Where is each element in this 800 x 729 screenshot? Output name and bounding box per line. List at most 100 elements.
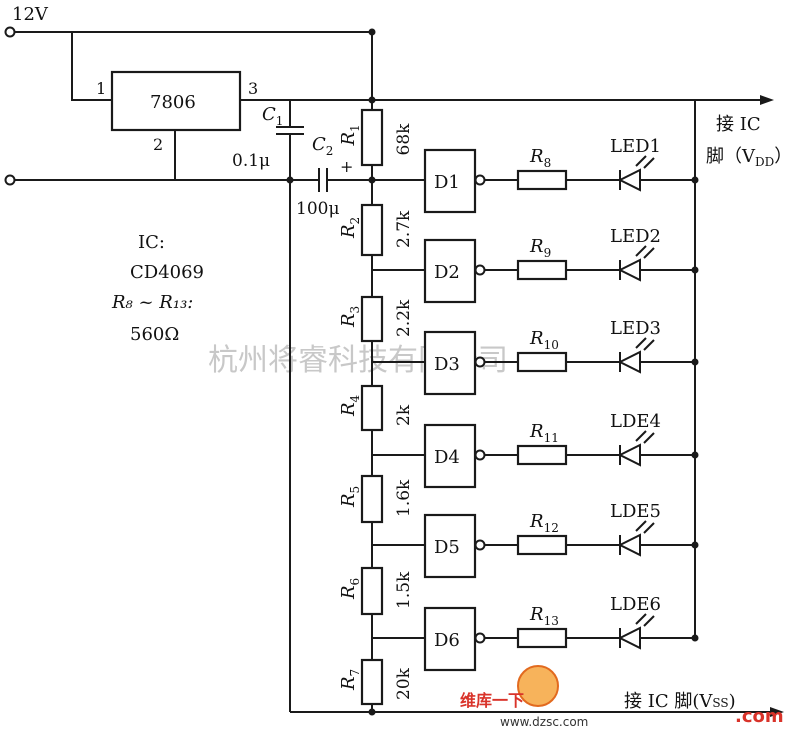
led-label: LDE4 — [610, 411, 661, 432]
resistor-r8 — [516, 169, 568, 191]
resistor-r6-name: R6 — [338, 578, 362, 600]
led-ray-icon — [635, 245, 647, 257]
led-icon — [617, 350, 641, 374]
regulator-pin1: 1 — [96, 79, 106, 98]
led-ray-icon — [635, 155, 647, 167]
c1-name: C1 — [262, 104, 283, 128]
stage-d5: D5 R12 LDE5 — [423, 501, 699, 579]
stage-d1: D1 R8 LED1 — [423, 136, 699, 214]
resistor-r11 — [516, 444, 568, 466]
wire-regulator-input — [71, 32, 112, 101]
c1-value: 0.1μ — [232, 151, 270, 171]
inverter-d2 — [423, 238, 477, 304]
led-icon — [617, 626, 641, 650]
resistor-r6 — [360, 566, 384, 616]
led-label: LED2 — [610, 226, 661, 247]
inverter-d4 — [423, 423, 477, 489]
led-icon — [617, 533, 641, 557]
led-ray-icon — [643, 157, 655, 169]
resistor-r13 — [516, 627, 568, 649]
resistor-r3-name: R3 — [338, 306, 362, 328]
led-icon — [617, 258, 641, 282]
resistor-r9 — [516, 259, 568, 281]
regulator-label: 7806 — [150, 92, 196, 113]
inversion-bubble-icon — [474, 632, 486, 644]
regulator-pin3: 3 — [248, 79, 258, 98]
resistor-r5-name: R5 — [338, 486, 362, 508]
logo-url: www.dzsc.com — [500, 715, 588, 729]
inversion-bubble-icon — [474, 264, 486, 276]
vdd-pin-label: 脚（VDD） — [706, 146, 792, 169]
resistor-r8-name: R8 — [529, 146, 551, 170]
logo-mascot-icon — [517, 665, 559, 707]
gate-label: D6 — [434, 630, 460, 651]
led-label: LDE6 — [610, 594, 661, 615]
led-ray-icon — [635, 613, 647, 625]
led-icon — [617, 168, 641, 192]
led-label: LED1 — [610, 136, 661, 157]
arrow-vdd-icon — [760, 95, 774, 105]
stage-d4: D4 R11 LDE4 — [423, 411, 699, 489]
stage-d6: D6 R13 LDE6 — [423, 594, 699, 672]
led-ray-icon — [635, 337, 647, 349]
led-ray-icon — [635, 430, 647, 442]
vss-pin-label: 接 IC 脚(VSS) — [624, 691, 736, 712]
resistor-r13-name: R13 — [529, 604, 559, 628]
resistor-r7-name: R7 — [338, 669, 362, 691]
resistor-r3-value: 2.2k — [394, 299, 414, 337]
resistor-r4-value: 2k — [394, 404, 414, 426]
inverter-d5 — [423, 513, 477, 579]
resistor-range: R₈ ~ R₁₃: — [111, 292, 193, 313]
junction-dot — [691, 176, 699, 184]
gate-label: D4 — [434, 447, 460, 468]
arrow-vss-icon — [770, 707, 784, 717]
gate-label: D5 — [434, 537, 460, 558]
resistor-r2-value: 2.7k — [394, 210, 414, 248]
c2-polarity: + — [340, 157, 353, 176]
resistor-r1-value: 68k — [394, 123, 414, 156]
resistor-r2-name: R2 — [338, 217, 362, 239]
junction-dot — [691, 451, 699, 459]
led-ray-icon — [643, 615, 655, 627]
led-ray-icon — [643, 247, 655, 259]
input-voltage-label: 12V — [12, 4, 49, 25]
resistor-r7 — [360, 658, 384, 706]
gate-label: D3 — [434, 354, 460, 375]
c2-name: C2 — [312, 134, 333, 158]
vdd-connect-label: 接 IC — [716, 114, 761, 135]
resistor-r11-name: R11 — [529, 421, 559, 445]
junction-dot — [691, 634, 699, 642]
logo-slogan: 维库一下 — [460, 691, 524, 710]
resistor-r6-value: 1.5k — [394, 571, 414, 609]
led-ray-icon — [635, 520, 647, 532]
resistor-r10 — [516, 351, 568, 373]
resistor-r12 — [516, 534, 568, 556]
junction-dot — [691, 358, 699, 366]
inverter-d6 — [423, 606, 477, 672]
resistor-r9-name: R9 — [529, 236, 551, 260]
gate-label: D1 — [434, 172, 460, 193]
indicator-stages: D1R8LED1D2R9LED2D3R10LED3D4R11LDE4D5R12L… — [423, 136, 699, 672]
resistor-r7-value: 20k — [394, 667, 414, 700]
resistor-r4-name: R4 — [338, 394, 362, 417]
led-label: LDE5 — [610, 501, 661, 522]
junction-dot — [368, 96, 376, 104]
led-ray-icon — [643, 522, 655, 534]
inversion-bubble-icon — [474, 356, 486, 368]
ic-label: IC: — [138, 232, 165, 253]
junction-dot — [368, 176, 376, 184]
led-ray-icon — [643, 432, 655, 444]
resistor-r12-name: R12 — [529, 511, 559, 535]
regulator-7806 — [110, 70, 242, 132]
junction-dot — [368, 708, 376, 716]
led-label: LED3 — [610, 318, 661, 339]
terminal-12v — [4, 26, 16, 38]
junction-dot — [368, 28, 376, 36]
ic-part: CD4069 — [130, 262, 204, 283]
resistor-r5-value: 1.6k — [394, 479, 414, 517]
